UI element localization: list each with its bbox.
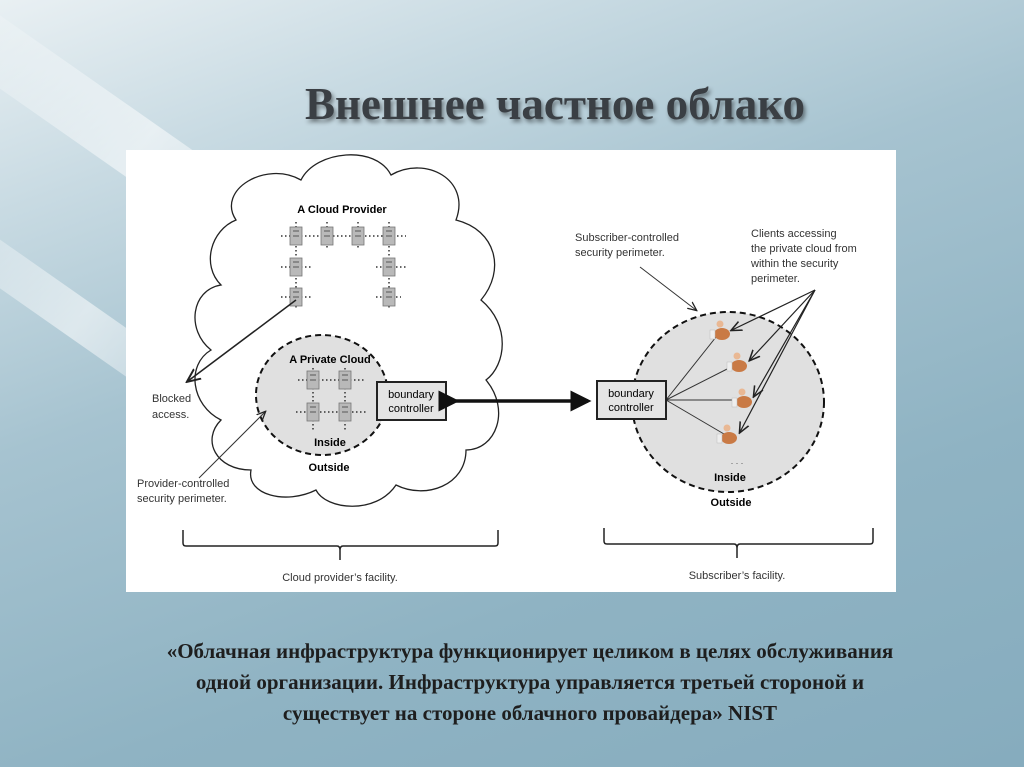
diagram-svg: A Cloud Provider A Private Cloud Inside … (137, 154, 874, 584)
clients-text-3: within the security (750, 258, 839, 270)
private-cloud-diagram: A Cloud Provider A Private Cloud Inside … (126, 150, 896, 592)
subscriber-perimeter-text-1: Subscriber-controlled (575, 232, 679, 244)
provider-perimeter-text-2: security perimeter. (137, 493, 227, 505)
left-outside-label: Outside (309, 462, 350, 474)
right-facility-brace (603, 528, 874, 558)
right-inside-label: Inside (714, 472, 746, 484)
right-boundary-text-2: controller (608, 402, 654, 414)
left-inside-label: Inside (314, 437, 346, 449)
blocked-access-text-2: access. (152, 409, 189, 421)
left-facility-label: Cloud provider’s facility. (282, 572, 398, 584)
left-boundary-text-2: controller (388, 403, 434, 415)
clients-text-2: the private cloud from (751, 243, 857, 255)
right-boundary-text-1: boundary (608, 388, 654, 400)
blocked-access-arrow (188, 299, 297, 381)
clients-text-4: perimeter. (751, 273, 800, 285)
left-boundary-text-1: boundary (388, 389, 434, 401)
provider-perimeter-text-1: Provider-controlled (137, 478, 229, 490)
blocked-access-text-1: Blocked (152, 393, 191, 405)
private-cloud-label: A Private Cloud (289, 354, 371, 366)
left-boundary-controller (376, 381, 447, 421)
quote-line-1: «Облачная инфраструктура функционирует ц… (166, 639, 894, 663)
quote-line-3: существует на стороне облачного провайде… (282, 701, 778, 725)
left-facility-brace (182, 530, 499, 560)
right-boundary-controller (596, 380, 667, 420)
more-clients-ellipsis: . . . (731, 456, 744, 466)
cloud-provider-label: A Cloud Provider (297, 204, 387, 216)
subscriber-perimeter-arrow (639, 266, 696, 310)
client-arrows (732, 289, 816, 432)
clients-text-1: Clients accessing (751, 228, 837, 240)
subscriber-perimeter-text-2: security perimeter. (575, 247, 665, 259)
right-facility-label: Subscriber’s facility. (689, 570, 786, 582)
provider-perimeter-arrow (198, 412, 265, 479)
quote-line-2: одной организации. Инфраструктура управл… (195, 670, 865, 694)
slide-title: Внешнее частное облако (304, 79, 806, 129)
right-outside-label: Outside (711, 497, 752, 509)
nist-quote: «Облачная инфраструктура функционирует ц… (60, 636, 1000, 729)
